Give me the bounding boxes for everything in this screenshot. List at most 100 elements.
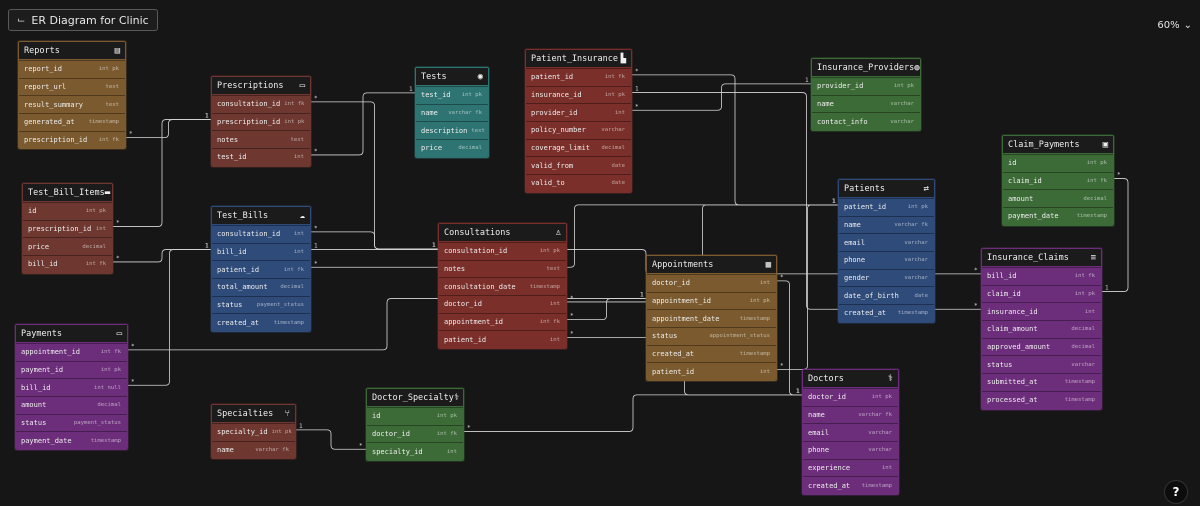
relation-line[interactable] <box>311 92 415 156</box>
table-header[interactable]: Test_Bill_Items▬ <box>23 184 112 202</box>
table-header[interactable]: Patients⇄ <box>839 180 934 198</box>
relation-line[interactable] <box>113 249 211 263</box>
table-header[interactable]: Appointments▦ <box>647 256 776 274</box>
relation-line[interactable] <box>128 249 211 386</box>
table-header[interactable]: Payments▭ <box>16 325 127 343</box>
relation-line[interactable] <box>567 298 646 321</box>
relation-line[interactable] <box>464 394 802 432</box>
table-header[interactable]: Patient_Insurance▙ <box>526 50 631 68</box>
table-header[interactable]: Doctors⚕ <box>803 370 898 388</box>
table-header[interactable]: Consultations♙ <box>439 224 566 242</box>
table-header[interactable]: Tests◉ <box>416 68 488 86</box>
relation-line[interactable] <box>777 204 838 370</box>
relation-line[interactable] <box>126 119 211 139</box>
table-header[interactable]: Prescriptions▭ <box>212 77 310 95</box>
relation-line[interactable] <box>113 119 211 227</box>
zoom-control[interactable]: 60% ⌄ <box>1157 20 1192 31</box>
relation-line[interactable] <box>632 74 838 206</box>
table-header[interactable]: Test_Bills☁ <box>212 207 310 225</box>
relation-line[interactable] <box>777 280 802 396</box>
relation-line[interactable] <box>128 298 646 351</box>
relation-line[interactable] <box>296 429 366 450</box>
relation-line[interactable] <box>311 231 438 250</box>
diagram-title-chip[interactable]: ⌙ ER Diagram for Clinic <box>8 9 158 31</box>
relation-line[interactable] <box>632 83 811 111</box>
